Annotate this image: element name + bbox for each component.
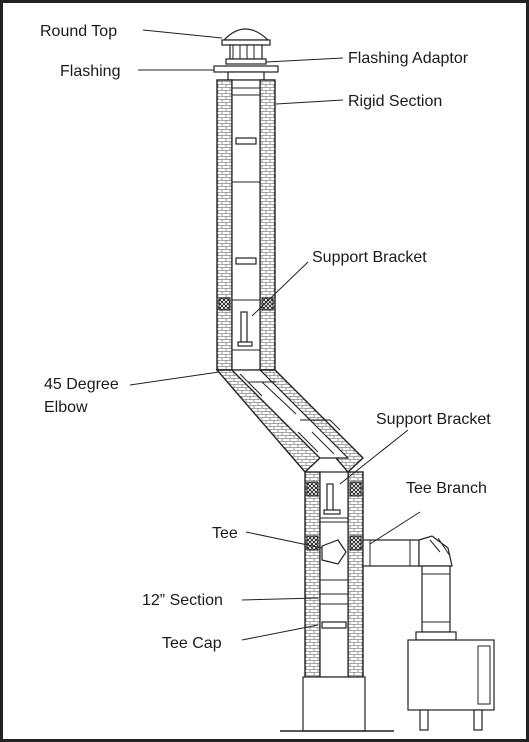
leader-lines xyxy=(129,29,421,641)
labels: Round Top Flashing Adaptor Flashing Rigi… xyxy=(40,23,491,652)
label-elbow: Elbow xyxy=(44,399,88,416)
label-rigid-section: Rigid Section xyxy=(348,93,442,110)
label-support-bracket-lower: Support Bracket xyxy=(376,411,491,428)
tee-branch-pipe xyxy=(362,535,453,633)
label-tee: Tee xyxy=(212,525,238,542)
round-top-cap xyxy=(221,28,271,65)
label-support-bracket-upper: Support Bracket xyxy=(312,249,427,266)
stove xyxy=(407,631,495,731)
label-round-top: Round Top xyxy=(40,23,117,40)
offset-section xyxy=(215,369,365,474)
label-tee-branch: Tee Branch xyxy=(406,480,487,497)
flashing xyxy=(213,65,279,81)
label-12-section: 12” Section xyxy=(142,592,223,609)
lower-chimney-section xyxy=(280,471,394,732)
label-flashing: Flashing xyxy=(60,63,120,80)
label-tee-cap: Tee Cap xyxy=(162,635,222,652)
label-flashing-adaptor: Flashing Adaptor xyxy=(348,50,469,67)
label-45-degree: 45 Degree xyxy=(44,376,119,393)
upper-chimney-section xyxy=(216,79,276,371)
